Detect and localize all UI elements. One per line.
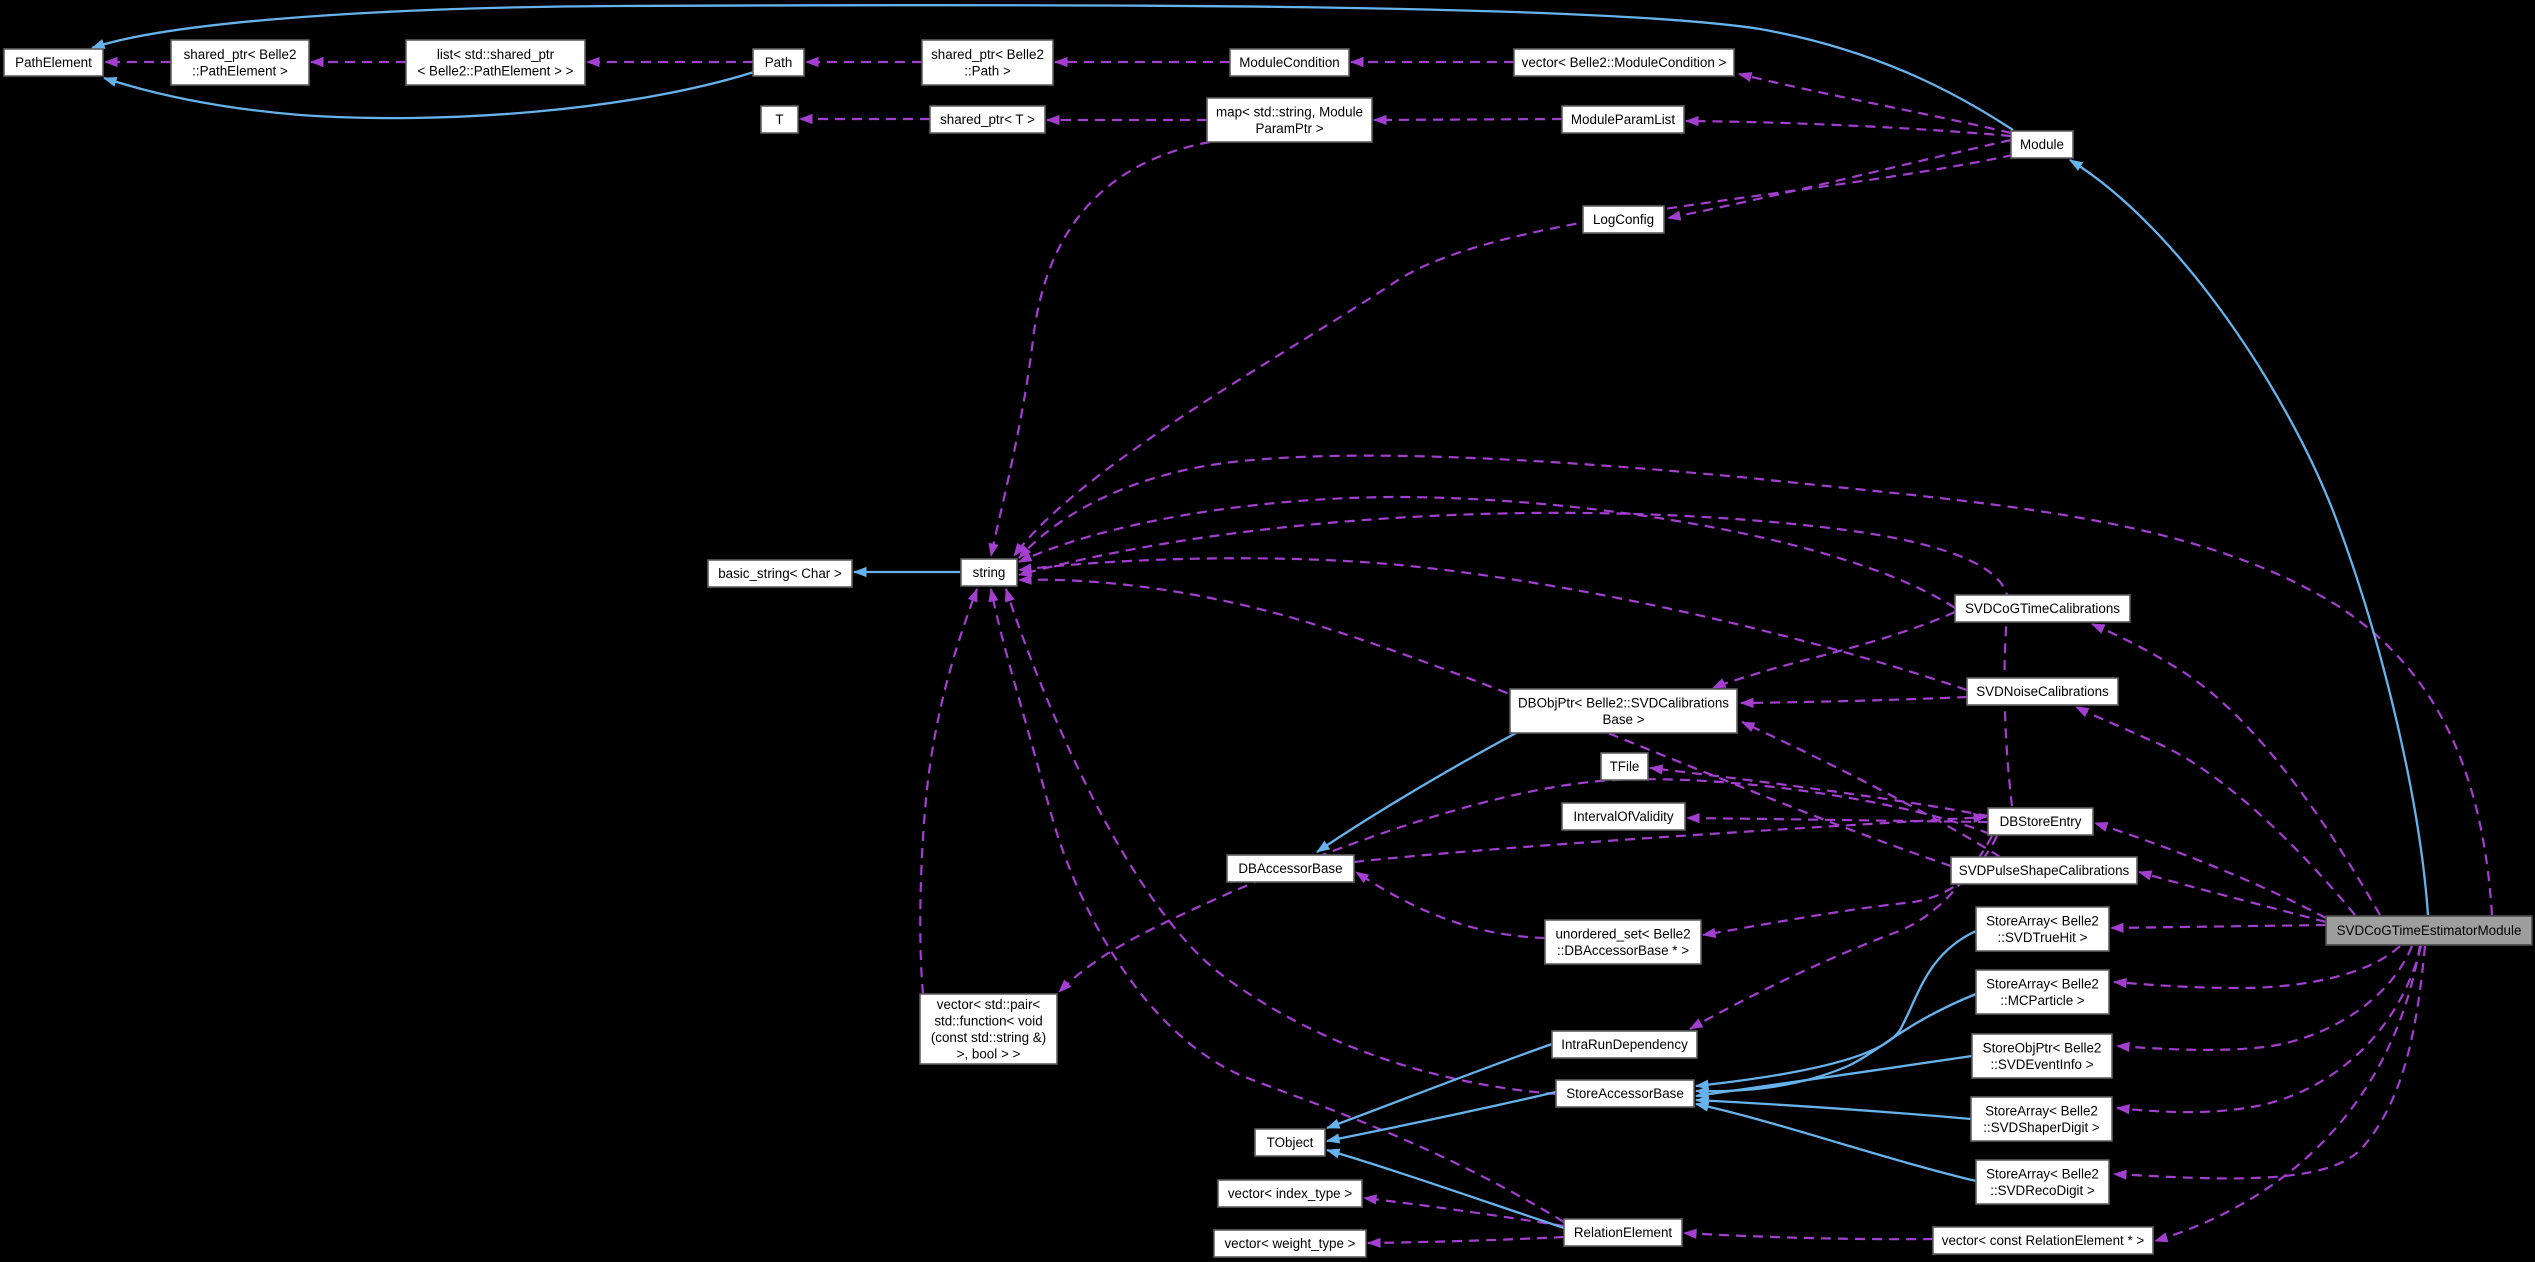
svg-text:SVDCoGTimeEstimatorModule: SVDCoGTimeEstimatorModule [2337, 923, 2522, 938]
svg-text:vector< std::pair<: vector< std::pair< [937, 997, 1041, 1012]
svg-text:DBAccessorBase: DBAccessorBase [1238, 861, 1342, 876]
svg-text:shared_ptr< Belle2: shared_ptr< Belle2 [184, 47, 297, 62]
svg-text:map< std::string, Module: map< std::string, Module [1216, 104, 1363, 119]
svg-text:TObject: TObject [1267, 1135, 1314, 1150]
svg-text:Path: Path [765, 55, 793, 70]
svg-text:std::function< void: std::function< void [934, 1013, 1042, 1028]
svg-text:string: string [973, 565, 1006, 580]
svg-text:StoreArray< Belle2: StoreArray< Belle2 [1985, 1103, 2098, 1118]
svg-text:StoreArray< Belle2: StoreArray< Belle2 [1986, 1166, 2099, 1181]
svg-text:< Belle2::PathElement > >: < Belle2::PathElement > > [418, 63, 574, 78]
svg-text:vector< weight_type >: vector< weight_type > [1224, 1236, 1355, 1251]
svg-text:::MCParticle >: ::MCParticle > [2000, 993, 2085, 1008]
svg-text:::DBAccessorBase * >: ::DBAccessorBase * > [1557, 943, 1689, 958]
svg-text:Module: Module [2020, 137, 2064, 152]
svg-text:::Path >: ::Path > [964, 63, 1011, 78]
svg-text:(const std::string &): (const std::string &) [931, 1030, 1046, 1045]
svg-text:vector< index_type >: vector< index_type > [1228, 1186, 1352, 1201]
svg-text:StoreAccessorBase: StoreAccessorBase [1566, 1086, 1684, 1101]
svg-text:RelationElement: RelationElement [1574, 1225, 1673, 1240]
svg-text:LogConfig: LogConfig [1593, 212, 1654, 227]
svg-text:ParamPtr >: ParamPtr > [1255, 121, 1323, 136]
svg-text:::SVDShaperDigit >: ::SVDShaperDigit > [1983, 1120, 2100, 1135]
svg-text:StoreArray< Belle2: StoreArray< Belle2 [1986, 913, 2099, 928]
svg-text:ModuleParamList: ModuleParamList [1571, 112, 1675, 127]
svg-text:basic_string< Char >: basic_string< Char > [718, 566, 842, 581]
svg-text:TFile: TFile [1610, 759, 1640, 774]
svg-text:PathElement: PathElement [15, 55, 92, 70]
svg-text:DBStoreEntry: DBStoreEntry [2000, 814, 2082, 829]
svg-text:SVDPulseShapeCalibrations: SVDPulseShapeCalibrations [1959, 863, 2130, 878]
svg-text:IntraRunDependency: IntraRunDependency [1561, 1037, 1688, 1052]
svg-text:unordered_set< Belle2: unordered_set< Belle2 [1555, 926, 1690, 941]
svg-text:shared_ptr< T >: shared_ptr< T > [940, 112, 1035, 127]
svg-text:::PathElement >: ::PathElement > [192, 63, 288, 78]
svg-text:list< std::shared_ptr: list< std::shared_ptr [437, 47, 555, 62]
svg-text:T: T [775, 112, 783, 127]
svg-text:DBObjPtr< Belle2::SVDCalibrati: DBObjPtr< Belle2::SVDCalibrations [1518, 695, 1729, 710]
svg-text:Base >: Base > [1602, 712, 1644, 727]
svg-text:IntervalOfValidity: IntervalOfValidity [1573, 809, 1674, 824]
svg-text:::SVDTrueHit >: ::SVDTrueHit > [1998, 930, 2088, 945]
svg-text:shared_ptr< Belle2: shared_ptr< Belle2 [931, 47, 1044, 62]
svg-text:::SVDRecoDigit >: ::SVDRecoDigit > [1990, 1183, 2095, 1198]
svg-text:::SVDEventInfo >: ::SVDEventInfo > [1990, 1057, 2093, 1072]
svg-text:SVDNoiseCalibrations: SVDNoiseCalibrations [1976, 684, 2109, 699]
svg-text:vector< const RelationElement: vector< const RelationElement * > [1942, 1233, 2145, 1248]
svg-text:vector< Belle2::ModuleConditio: vector< Belle2::ModuleCondition > [1522, 55, 1727, 70]
svg-text:ModuleCondition: ModuleCondition [1239, 55, 1340, 70]
svg-text:StoreObjPtr< Belle2: StoreObjPtr< Belle2 [1983, 1040, 2102, 1055]
svg-text:>, bool > >: >, bool > > [957, 1046, 1021, 1061]
svg-text:StoreArray< Belle2: StoreArray< Belle2 [1986, 976, 2099, 991]
svg-text:SVDCoGTimeCalibrations: SVDCoGTimeCalibrations [1965, 601, 2120, 616]
